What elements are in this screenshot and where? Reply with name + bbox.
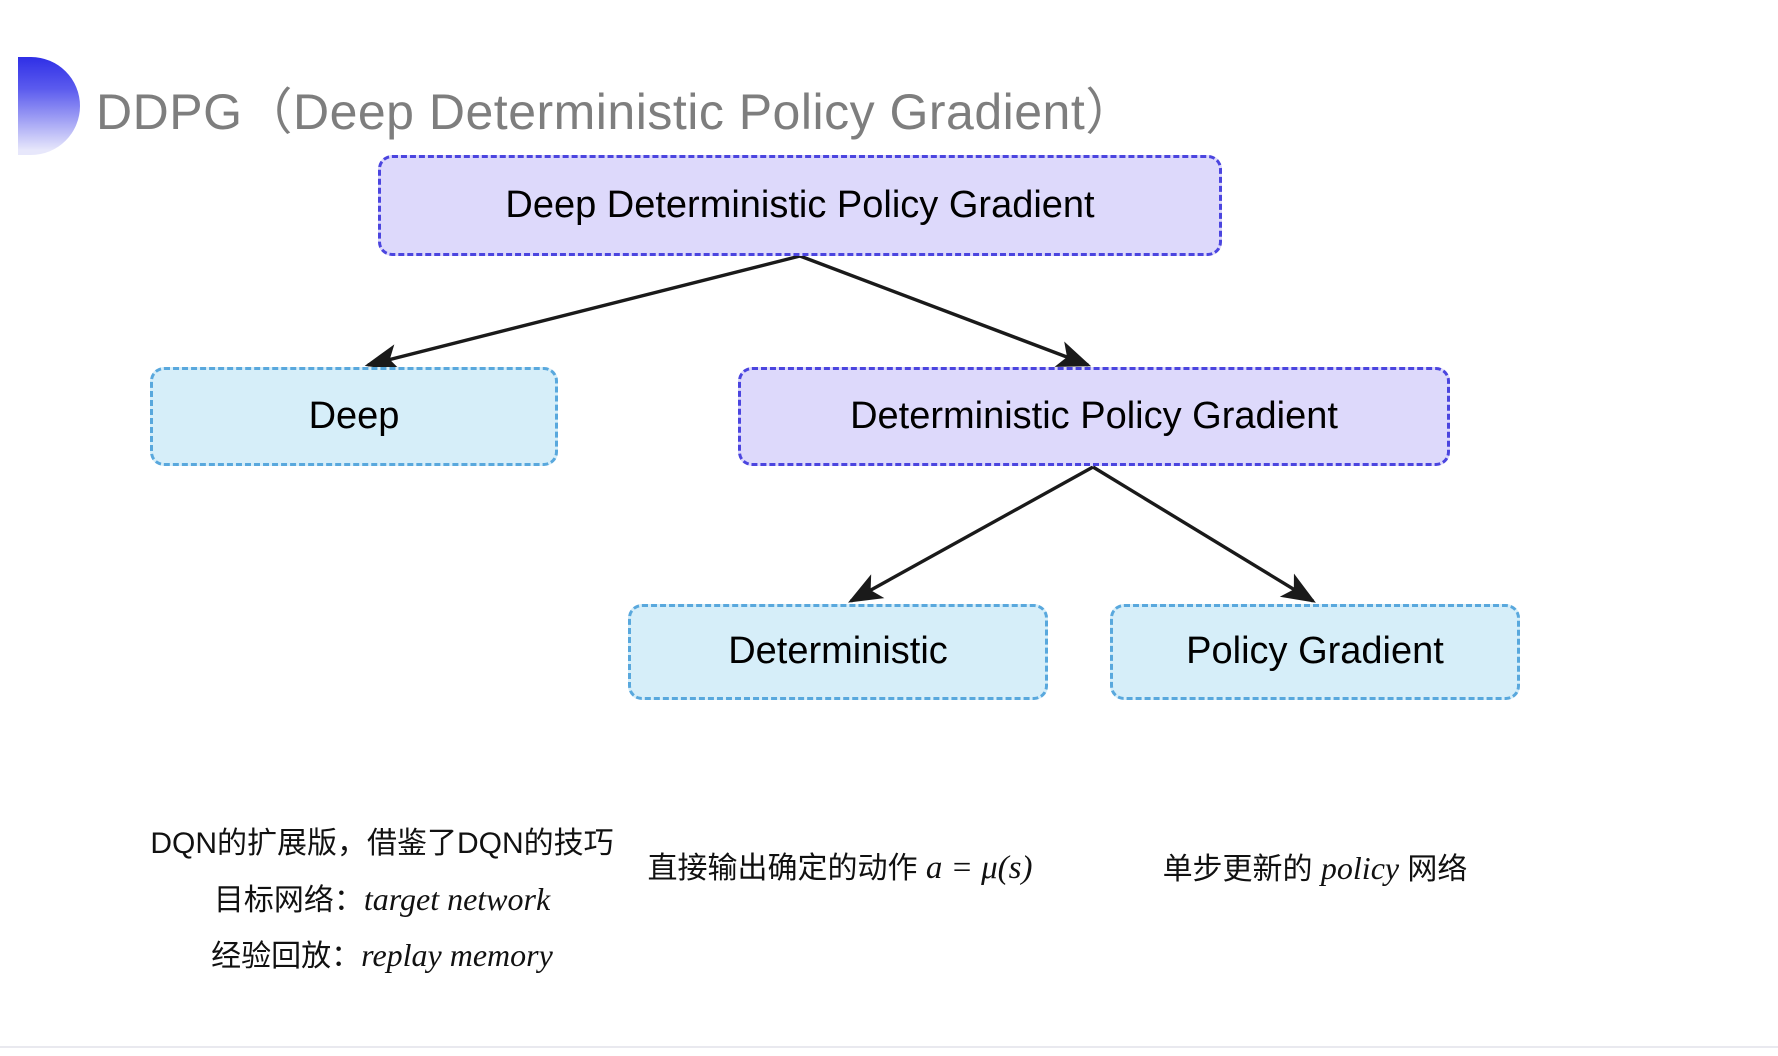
caption-deep-line1: DQN的扩展版，借鉴了DQN的技巧: [150, 827, 614, 860]
caption-deep-line2-label: 目标网络：: [213, 883, 364, 917]
edge-root-to-dpg: [799, 254, 1092, 367]
edge-root-to-deep: [364, 254, 801, 371]
node-deterministic[interactable]: Deterministic: [628, 604, 1048, 700]
caption-policy-gradient-term: policy: [1320, 850, 1400, 886]
edge-dpg-to-deterministic: [848, 465, 1094, 603]
node-deep-label: Deep: [308, 394, 400, 437]
caption-deterministic-formula: a = μ(s): [925, 850, 1033, 886]
caption-deep-line3: 经验回放：replay memory: [122, 927, 642, 984]
edge-dpg-to-policygradient: [1092, 465, 1316, 603]
caption-policy-gradient-line1: 单步更新的: [1162, 853, 1313, 886]
caption-policy-gradient-suffix: 网络: [1399, 853, 1468, 886]
caption-deep: DQN的扩展版，借鉴了DQN的技巧 目标网络：target network 经验…: [122, 818, 642, 984]
node-deterministic-label: Deterministic: [728, 630, 948, 673]
node-deep[interactable]: Deep: [150, 367, 558, 466]
caption-deterministic: 直接输出确定的动作 a = μ(s): [640, 840, 1040, 898]
node-dpg-label: Deterministic Policy Gradient: [850, 394, 1338, 437]
caption-deep-line3-term: replay memory: [361, 937, 553, 973]
node-root-label: Deep Deterministic Policy Gradient: [505, 183, 1095, 226]
gradient-half-circle-icon: [18, 57, 80, 155]
node-policy-gradient-label: Policy Gradient: [1186, 630, 1444, 673]
node-root[interactable]: Deep Deterministic Policy Gradient: [378, 155, 1222, 256]
page-title: DDPG（Deep Deterministic Policy Gradient）: [96, 84, 1136, 140]
caption-policy-gradient: 单步更新的 policy 网络: [1125, 840, 1505, 897]
caption-deep-line3-label: 经验回放：: [211, 940, 362, 973]
caption-deterministic-line1: 直接输出确定的动作: [647, 852, 918, 885]
node-deterministic-policy-gradient[interactable]: Deterministic Policy Gradient: [738, 367, 1450, 466]
node-policy-gradient[interactable]: Policy Gradient: [1110, 604, 1520, 700]
caption-deep-line2-term: target network: [363, 880, 551, 917]
caption-deep-line2: 目标网络：target network: [122, 871, 642, 928]
slide-bottom-rule: [0, 1046, 1778, 1056]
caption-policy-gradient-line2: policy 网络: [1320, 850, 1468, 886]
